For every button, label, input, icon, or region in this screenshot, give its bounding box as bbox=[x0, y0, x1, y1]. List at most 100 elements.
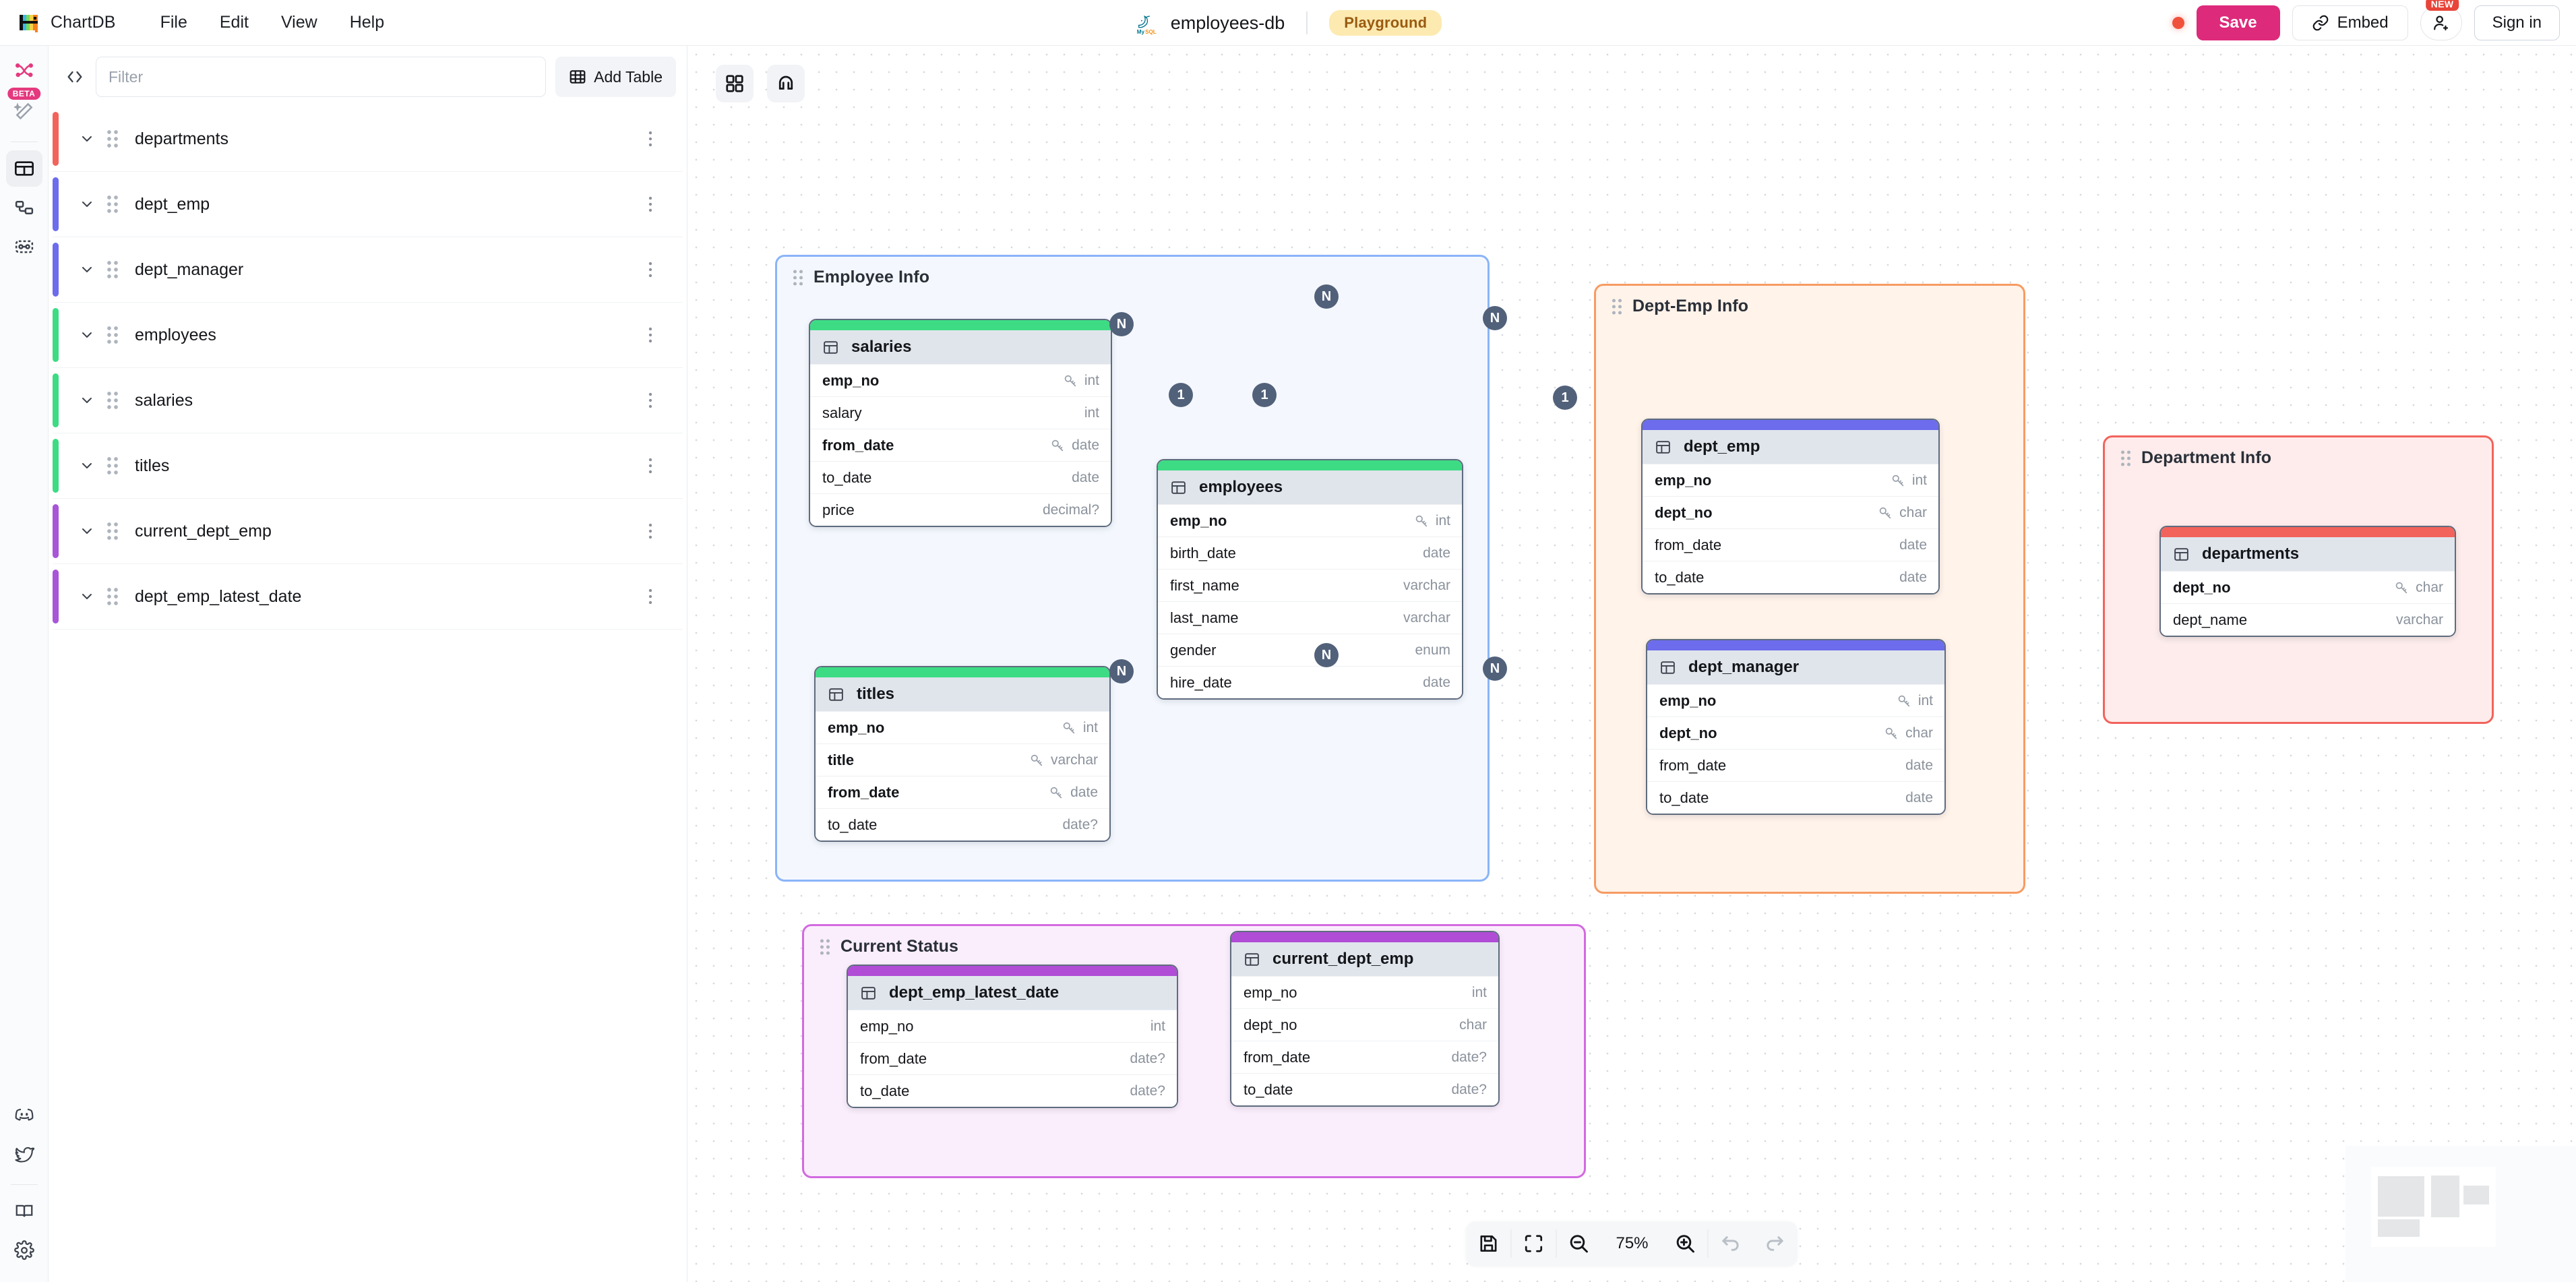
sign-in-button[interactable]: Sign in bbox=[2474, 5, 2560, 40]
table-header[interactable]: salaries bbox=[810, 330, 1111, 364]
sidebar-item-clone[interactable] bbox=[6, 54, 42, 90]
sidebar-item-ai-magic[interactable]: BETA bbox=[6, 88, 42, 129]
diagram-canvas[interactable]: Employee Info Dept-Emp Info Department I… bbox=[687, 46, 2576, 1282]
more-options-icon[interactable] bbox=[642, 326, 658, 344]
sidebar-item-settings[interactable] bbox=[6, 1232, 42, 1269]
chevron-down-icon[interactable] bbox=[78, 523, 96, 539]
table-list-item-departments[interactable]: departments bbox=[53, 106, 683, 172]
drag-handle-icon[interactable] bbox=[1611, 297, 1623, 316]
fit-view-icon[interactable] bbox=[1511, 1221, 1556, 1266]
drag-handle-icon[interactable] bbox=[105, 194, 120, 214]
drag-handle-icon[interactable] bbox=[792, 268, 804, 287]
table-list-item-employees[interactable]: employees bbox=[53, 303, 683, 368]
chevron-down-icon[interactable] bbox=[78, 196, 96, 212]
filter-input[interactable] bbox=[96, 57, 547, 97]
table-list-item-salaries[interactable]: salaries bbox=[53, 368, 683, 433]
table-list-item-current_dept_emp[interactable]: current_dept_emp bbox=[53, 499, 683, 564]
sidebar-item-twitter[interactable] bbox=[6, 1136, 42, 1172]
chevron-down-icon[interactable] bbox=[78, 131, 96, 147]
drag-handle-icon[interactable] bbox=[819, 938, 831, 956]
embed-button[interactable]: Embed bbox=[2292, 5, 2408, 40]
sidebar-item-tables[interactable] bbox=[5, 150, 42, 187]
table-list-item-dept_emp[interactable]: dept_emp bbox=[53, 172, 683, 237]
sidebar-item-docs[interactable] bbox=[6, 1193, 42, 1229]
table-list-item-dept_manager[interactable]: dept_manager bbox=[53, 237, 683, 303]
drag-handle-icon[interactable] bbox=[105, 325, 120, 345]
zoom-out-icon[interactable] bbox=[1556, 1221, 1601, 1266]
table-list-item-dept_emp_latest_date[interactable]: dept_emp_latest_date bbox=[53, 564, 683, 630]
table-header[interactable]: departments bbox=[2161, 537, 2455, 571]
drag-handle-icon[interactable] bbox=[105, 521, 120, 541]
more-options-icon[interactable] bbox=[642, 260, 658, 279]
zoom-level[interactable]: 75% bbox=[1616, 1234, 1649, 1252]
save-button[interactable]: Save bbox=[2196, 5, 2280, 40]
save-disk-icon[interactable] bbox=[1466, 1221, 1510, 1266]
more-options-icon[interactable] bbox=[642, 456, 658, 475]
drag-handle-icon[interactable] bbox=[105, 586, 120, 607]
code-brackets-icon[interactable] bbox=[63, 65, 86, 88]
drag-handle-icon[interactable] bbox=[105, 390, 120, 410]
chevron-down-icon[interactable] bbox=[78, 588, 96, 605]
menu-file[interactable]: File bbox=[160, 13, 187, 32]
drag-handle-icon[interactable] bbox=[2120, 449, 2132, 468]
menu-help[interactable]: Help bbox=[349, 13, 385, 32]
show-grid-icon[interactable] bbox=[716, 65, 754, 102]
more-options-icon[interactable] bbox=[642, 587, 658, 606]
redo-arrow-icon[interactable] bbox=[1753, 1221, 1798, 1266]
chevron-down-icon[interactable] bbox=[78, 458, 96, 474]
minimap[interactable] bbox=[2345, 1146, 2576, 1282]
chevron-down-icon[interactable] bbox=[78, 262, 96, 278]
table-header[interactable]: dept_emp bbox=[1643, 430, 1938, 464]
more-options-icon[interactable] bbox=[642, 391, 658, 410]
user-add-button[interactable]: NEW bbox=[2420, 0, 2462, 40]
sidebar-item-discord[interactable] bbox=[6, 1097, 42, 1133]
brand[interactable]: ChartDB bbox=[19, 13, 116, 33]
more-options-icon[interactable] bbox=[642, 195, 658, 214]
drag-handle-icon[interactable] bbox=[105, 456, 120, 476]
add-table-button[interactable]: Add Table bbox=[555, 57, 676, 97]
chevron-down-icon[interactable] bbox=[78, 392, 96, 408]
table-header[interactable]: dept_manager bbox=[1647, 650, 1944, 684]
chevron-down-icon[interactable] bbox=[78, 327, 96, 343]
undo-arrow-icon[interactable] bbox=[1709, 1221, 1753, 1266]
sidebar-item-relationships[interactable] bbox=[6, 189, 42, 226]
menu-edit[interactable]: Edit bbox=[219, 13, 249, 32]
more-options-icon[interactable] bbox=[642, 129, 658, 148]
table-header[interactable]: employees bbox=[1158, 470, 1462, 504]
drag-handle-icon[interactable] bbox=[105, 129, 120, 149]
zoom-in-icon[interactable] bbox=[1663, 1221, 1708, 1266]
diagram-name[interactable]: employees-db bbox=[1170, 12, 1285, 33]
table-header[interactable]: current_dept_emp bbox=[1231, 942, 1498, 976]
table-header[interactable]: dept_emp_latest_date bbox=[848, 976, 1177, 1010]
